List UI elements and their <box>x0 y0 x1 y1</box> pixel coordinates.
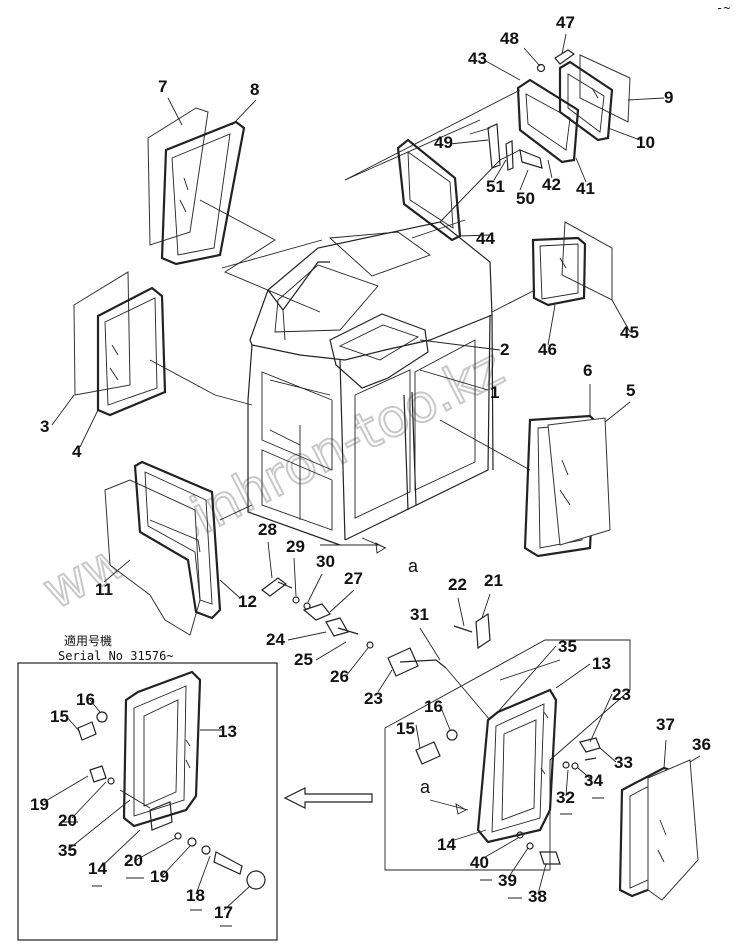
callout-34: 34 <box>584 771 603 790</box>
callout-36: 36 <box>692 735 711 754</box>
callout-20-inset-bottom: 20 <box>124 851 143 870</box>
callout-19-inset-left: 19 <box>30 795 49 814</box>
callout-41: 41 <box>576 179 595 198</box>
callout-33: 33 <box>614 753 633 772</box>
inset-door-detail <box>77 670 266 890</box>
callout-38: 38 <box>528 887 547 906</box>
inset-panel <box>17 662 278 941</box>
window-5-6-assembly <box>439 414 611 558</box>
window-45-46-assembly <box>491 221 613 313</box>
callout-30: 30 <box>316 552 335 571</box>
hardware-top-right <box>469 49 576 171</box>
callout-35: 35 <box>558 637 577 656</box>
serial-number-note: Serial No 31576~ <box>58 649 174 663</box>
callout-7: 7 <box>158 77 167 96</box>
callout-46: 46 <box>538 340 557 359</box>
callout-18: 18 <box>186 886 205 905</box>
callout-15: 15 <box>396 719 415 738</box>
callout-19-inset-bottom: 19 <box>150 867 169 886</box>
callout-43: 43 <box>468 49 487 68</box>
callout-49: 49 <box>434 133 453 152</box>
callout-22: 22 <box>448 575 467 594</box>
callout-47: 47 <box>556 13 575 32</box>
callout-39: 39 <box>498 871 517 890</box>
callout-16-inset: 16 <box>76 690 95 709</box>
callout-24: 24 <box>266 630 285 649</box>
callout-13-inset: 13 <box>218 722 237 741</box>
callout-8: 8 <box>250 80 259 99</box>
callout-3: 3 <box>40 417 49 436</box>
callout-13: 13 <box>592 654 611 673</box>
callout-29: 29 <box>286 537 305 556</box>
callout-40: 40 <box>470 853 489 872</box>
callout-35-inset: 35 <box>58 841 77 860</box>
callout-44: 44 <box>476 229 495 248</box>
callout-11: 11 <box>95 580 113 599</box>
callout-27: 27 <box>344 569 363 588</box>
door-detail-right <box>384 639 631 871</box>
callout-17: 17 <box>214 903 233 922</box>
callout-20-inset-left: 20 <box>58 811 77 830</box>
callout-32: 32 <box>556 788 575 807</box>
callout-23: 23 <box>364 689 383 708</box>
callout-2: 2 <box>500 340 509 359</box>
callout-26: 26 <box>330 667 349 686</box>
hinge-hardware <box>261 537 491 677</box>
applicable-models-note: 適用号機 <box>64 633 112 648</box>
callout-14-inset: 14 <box>88 859 107 878</box>
callout-1: 1 <box>490 383 499 402</box>
view-marker-a-main: a <box>408 556 419 576</box>
callout-31: 31 <box>410 605 429 624</box>
callout-12: 12 <box>238 592 257 611</box>
callout-14: 14 <box>437 835 456 854</box>
dash-marks <box>62 797 604 927</box>
callout-45: 45 <box>620 323 639 342</box>
callout-5: 5 <box>626 381 635 400</box>
view-marker-a-door: a <box>420 777 431 797</box>
inset-arrow <box>283 787 373 809</box>
cab-frame <box>247 221 494 546</box>
window-36-37-assembly <box>618 759 699 901</box>
leader-lines <box>43 33 701 911</box>
callout-10: 10 <box>636 133 655 152</box>
callout-42: 42 <box>542 175 561 194</box>
callout-21: 21 <box>484 571 503 590</box>
callout-16: 16 <box>424 697 443 716</box>
callout-51: 51 <box>486 177 505 196</box>
callout-28: 28 <box>258 520 277 539</box>
callout-48: 48 <box>500 29 519 48</box>
callout-4: 4 <box>72 442 82 461</box>
window-11-12-assembly <box>104 460 253 636</box>
callout-50: 50 <box>516 189 535 208</box>
callout-23-right: 23 <box>612 685 631 704</box>
window-3-4-assembly <box>73 271 253 417</box>
callout-15-inset: 15 <box>50 707 69 726</box>
corner-mark: -~ <box>716 1 730 15</box>
callout-6: 6 <box>583 361 592 380</box>
window-9-10-assembly <box>344 54 631 223</box>
callout-37: 37 <box>656 715 675 734</box>
callout-9: 9 <box>664 88 673 107</box>
callout-25: 25 <box>294 650 313 669</box>
window-7-8-assembly <box>147 107 321 313</box>
callout-labels: 1 2 3 4 5 6 7 8 9 10 11 12 13 13 14 14 1… <box>30 13 711 922</box>
